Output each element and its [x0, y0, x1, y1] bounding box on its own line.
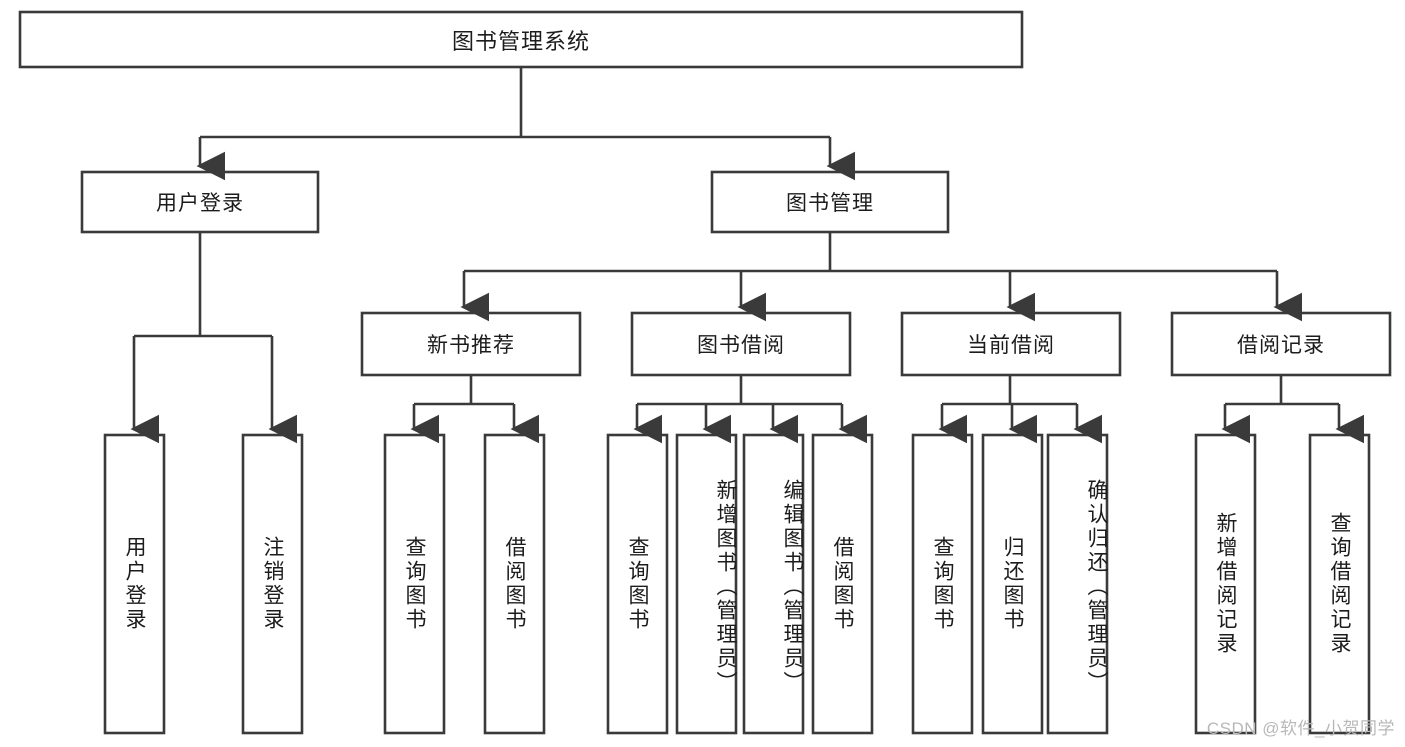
leaf-borrow-book-recommend[interactable]	[483, 433, 546, 735]
leaf-user-login[interactable]	[103, 433, 166, 735]
leaf-borrow-book[interactable]	[811, 433, 874, 735]
leaf-query-book-borrow[interactable]	[606, 433, 669, 735]
leaf-query-borrow-record[interactable]	[1308, 433, 1371, 735]
edge-recommend-bus	[414, 375, 514, 406]
leaf-confirm-return-admin[interactable]	[1046, 433, 1109, 735]
node-borrow-record[interactable]	[1170, 311, 1392, 377]
leaf-query-book-recommend[interactable]	[383, 433, 446, 735]
leaf-add-book-admin[interactable]	[675, 433, 738, 735]
node-book-borrow[interactable]	[630, 311, 852, 377]
leaf-user-logout[interactable]	[241, 433, 304, 735]
edge-bookmgmt-bus	[464, 232, 1277, 273]
edge-current-bus	[942, 375, 1077, 406]
leaf-edit-book-admin[interactable]	[742, 433, 805, 735]
node-current-borrow[interactable]	[900, 311, 1122, 377]
edge-userlogin-bus	[134, 232, 272, 338]
node-user-login[interactable]	[80, 170, 320, 234]
node-root-system[interactable]	[18, 10, 1024, 69]
leaf-return-book[interactable]	[981, 433, 1044, 735]
edge-root-bus	[200, 67, 830, 139]
watermark-text: CSDN @软件_小贺同学	[1206, 719, 1395, 738]
edge-borrow-bus	[637, 375, 842, 406]
leaf-add-borrow-record[interactable]	[1194, 433, 1257, 735]
node-new-book-recommend[interactable]	[360, 311, 582, 377]
leaf-query-book-current[interactable]	[911, 433, 974, 735]
node-book-management[interactable]	[710, 170, 950, 234]
edge-record-bus	[1225, 375, 1339, 406]
